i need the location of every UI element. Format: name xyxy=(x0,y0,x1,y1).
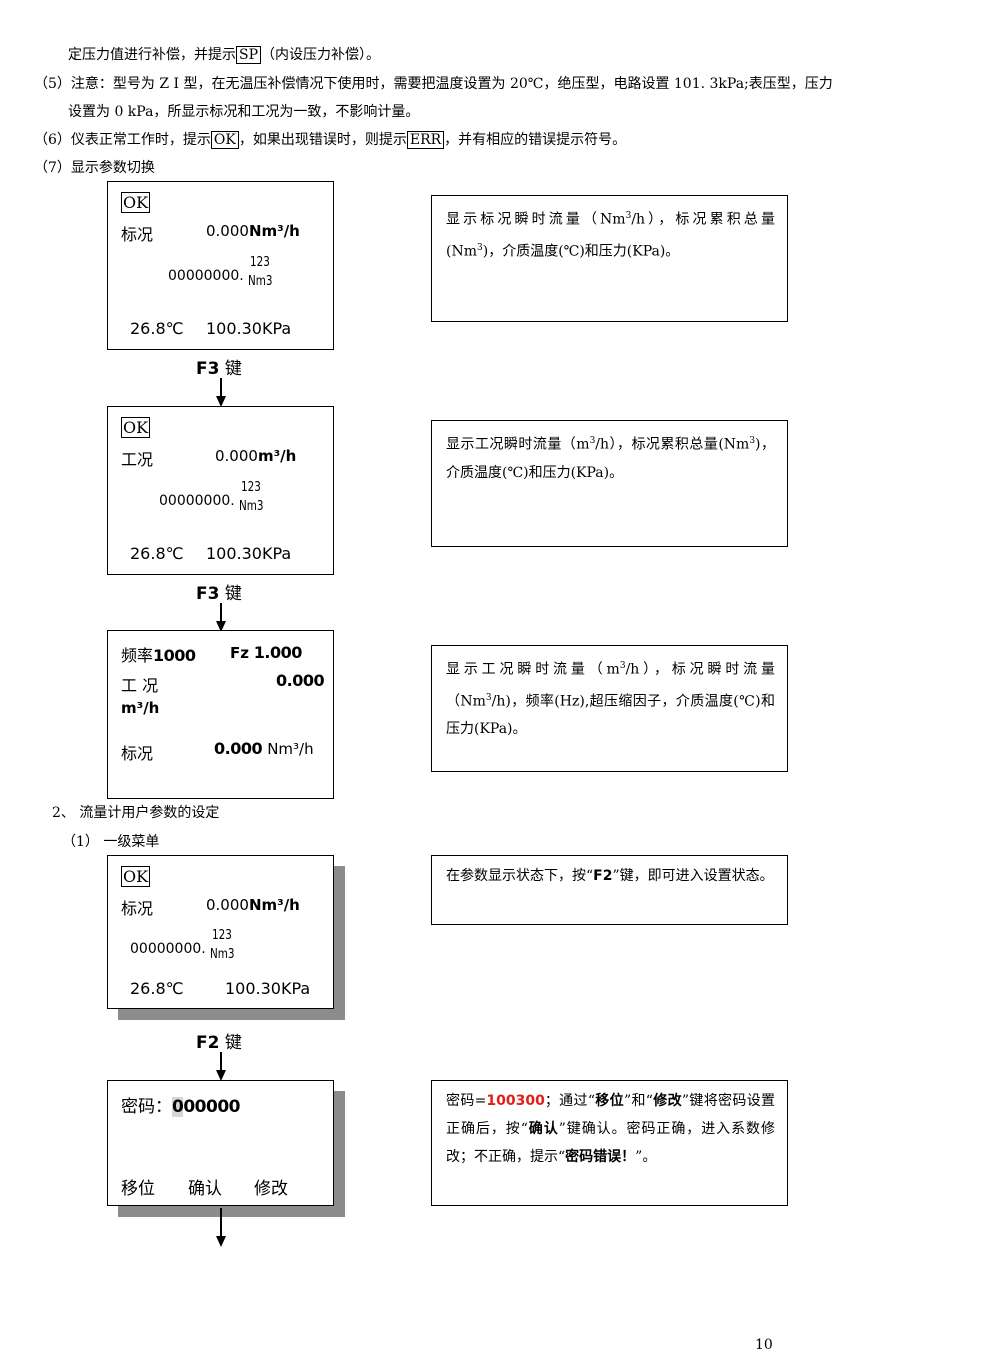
sp-indicator: SP xyxy=(236,46,262,64)
pressure: 100.30KPa xyxy=(206,319,292,338)
key-f2: F2 键 xyxy=(196,1028,242,1053)
std-label: 标况 xyxy=(121,744,154,763)
flow-value: 0.000 xyxy=(206,222,249,240)
password-label: 密码： xyxy=(121,1097,172,1117)
total-unit: Nm3 xyxy=(239,499,264,514)
std-unit: Nm³/h xyxy=(267,740,314,758)
intro-line-4-mid: ，如果出现错误时，则提示 xyxy=(238,132,407,148)
intro-line-1-post: （内设压力补偿）。 xyxy=(261,47,381,63)
mode-label: 工况 xyxy=(121,450,154,469)
pressure: 100.30KPa xyxy=(206,544,292,563)
total-frac: 123 xyxy=(212,928,232,943)
work-unit: m³/h xyxy=(121,699,160,717)
fz-value: 1.000 xyxy=(253,643,303,662)
mode-label: 标况 xyxy=(121,225,154,244)
lcd-screen-working: OK 工况 0.000m³/h 00000000. 123 Nm3 26.8℃ … xyxy=(107,406,334,575)
total-frac: 123 xyxy=(250,255,270,270)
intro-line-2: （5）注意：型号为 Z I 型，在无温压补偿情况下使用时，需要把温度设置为 20… xyxy=(34,76,833,92)
password-highlight: 100300 xyxy=(486,1093,545,1109)
key-f3-2: F3 键 xyxy=(196,579,242,604)
instant-flow: 0.000Nm³/h xyxy=(206,222,300,240)
intro-line-5: （7）显示参数切换 xyxy=(34,160,155,176)
section-2-title: 2、 流量计用户参数的设定 xyxy=(52,805,220,821)
key-f3-1-suffix: 键 xyxy=(224,359,242,379)
password-row: 密码：000000 xyxy=(121,1092,240,1117)
mode-label: 标况 xyxy=(121,899,154,918)
total-int: 00000000. xyxy=(159,493,235,509)
status-ok: OK xyxy=(121,417,151,438)
lcd-screen-standard: OK 标况 0.000Nm³/h 00000000. 123 Nm3 26.8℃… xyxy=(107,181,334,350)
std-value: 0.000 xyxy=(214,739,263,758)
key-f3-1: F3 键 xyxy=(196,354,242,379)
key-f2-suffix: 键 xyxy=(224,1033,242,1053)
instant-flow: 0.000m³/h xyxy=(215,447,296,465)
key-f3-2-suffix: 键 xyxy=(224,584,242,604)
freq-value: 1000 xyxy=(153,646,196,665)
arrow-3 xyxy=(220,1052,222,1072)
key-f2-name: F2 xyxy=(196,1033,220,1053)
freq-row: 频率1000 xyxy=(121,642,196,666)
total-int: 00000000. xyxy=(130,941,206,957)
password-cursor: 0 xyxy=(172,1097,184,1117)
flow-unit: Nm³/h xyxy=(248,896,300,914)
desc-password: 密码=100300；通过“移位”和“修改”键将密码设置正确后，按“确认”键确认。… xyxy=(431,1080,788,1206)
work-label: 工 况 xyxy=(121,676,159,695)
intro-line-3: 设置为 0 kPa，所显示标况和工况为一致，不影响计量。 xyxy=(68,104,420,120)
lcd-screen-menu-entry: OK 标况 0.000Nm³/h 00000000. 123 Nm3 26.8℃… xyxy=(107,855,334,1009)
password-value: 00000 xyxy=(183,1097,240,1117)
temperature: 26.8℃ xyxy=(130,544,184,563)
total-int: 00000000. xyxy=(168,268,244,284)
arrow-head-3 xyxy=(216,1070,226,1081)
status-ok: OK xyxy=(121,866,151,887)
err-indicator: ERR xyxy=(406,131,445,149)
intro-line-1-text: 定压力值进行补偿，并提示 xyxy=(68,47,236,63)
desc-frequency: 显示工况瞬时流量（m3/h），标况瞬时流量（Nm3/h)，频率(Hz),超压缩因… xyxy=(431,645,788,772)
key-f3-1-name: F3 xyxy=(196,359,220,379)
std-row: 0.000 Nm³/h xyxy=(214,739,314,758)
status-ok: OK xyxy=(121,192,151,213)
desc-working: 显示工况瞬时流量（m3/h），标况累积总量(Nm3)，介质温度(℃)和压力(KP… xyxy=(431,420,788,547)
instant-flow: 0.000Nm³/h xyxy=(206,896,300,914)
arrow-head-2 xyxy=(216,621,226,632)
total-unit: Nm3 xyxy=(248,274,273,289)
temperature: 26.8℃ xyxy=(130,319,184,338)
arrow-head-1 xyxy=(216,396,226,407)
flow-value: 0.000 xyxy=(215,447,258,465)
arrow-4 xyxy=(220,1208,222,1238)
intro-line-4-pre: （6）仪表正常工作时，提示 xyxy=(34,132,211,148)
section-2-subtitle: （1） 一级菜单 xyxy=(62,834,160,850)
fz-label: Fz xyxy=(230,644,249,662)
desc-menu-entry: 在参数显示状态下，按“F2”键，即可进入设置状态。 xyxy=(431,855,788,925)
ok-indicator: OK xyxy=(210,131,239,149)
lcd-screen-frequency: 频率1000 Fz 1.000 工 况 0.000 m³/h 标况 0.000 … xyxy=(107,630,334,799)
temperature: 26.8℃ xyxy=(130,979,184,998)
key-f3-2-name: F3 xyxy=(196,584,220,604)
arrow-2 xyxy=(220,603,222,623)
flow-unit: Nm³/h xyxy=(248,222,300,240)
desc-standard: 显示标况瞬时流量（Nm3/h），标况累积总量(Nm3)，介质温度(℃)和压力(K… xyxy=(431,195,788,322)
shift-button[interactable]: 移位 xyxy=(121,1179,155,1199)
freq-label: 频率 xyxy=(121,646,154,665)
work-value: 0.000 xyxy=(276,671,325,690)
fz-row: Fz 1.000 xyxy=(230,643,302,662)
confirm-button[interactable]: 确认 xyxy=(188,1179,222,1199)
flow-unit: m³/h xyxy=(257,447,297,465)
total-unit: Nm3 xyxy=(210,947,235,962)
modify-button[interactable]: 修改 xyxy=(254,1179,288,1199)
pressure: 100.30KPa xyxy=(225,979,311,998)
total-frac: 123 xyxy=(241,480,261,495)
flow-value: 0.000 xyxy=(206,896,249,914)
intro-line-4-post: ，并有相应的错误提示符号。 xyxy=(444,132,627,148)
arrow-1 xyxy=(220,378,222,398)
arrow-head-4 xyxy=(216,1236,226,1247)
page-number: 10 xyxy=(755,1337,773,1353)
lcd-screen-password: 密码：000000 移位 确认 修改 xyxy=(107,1080,334,1206)
